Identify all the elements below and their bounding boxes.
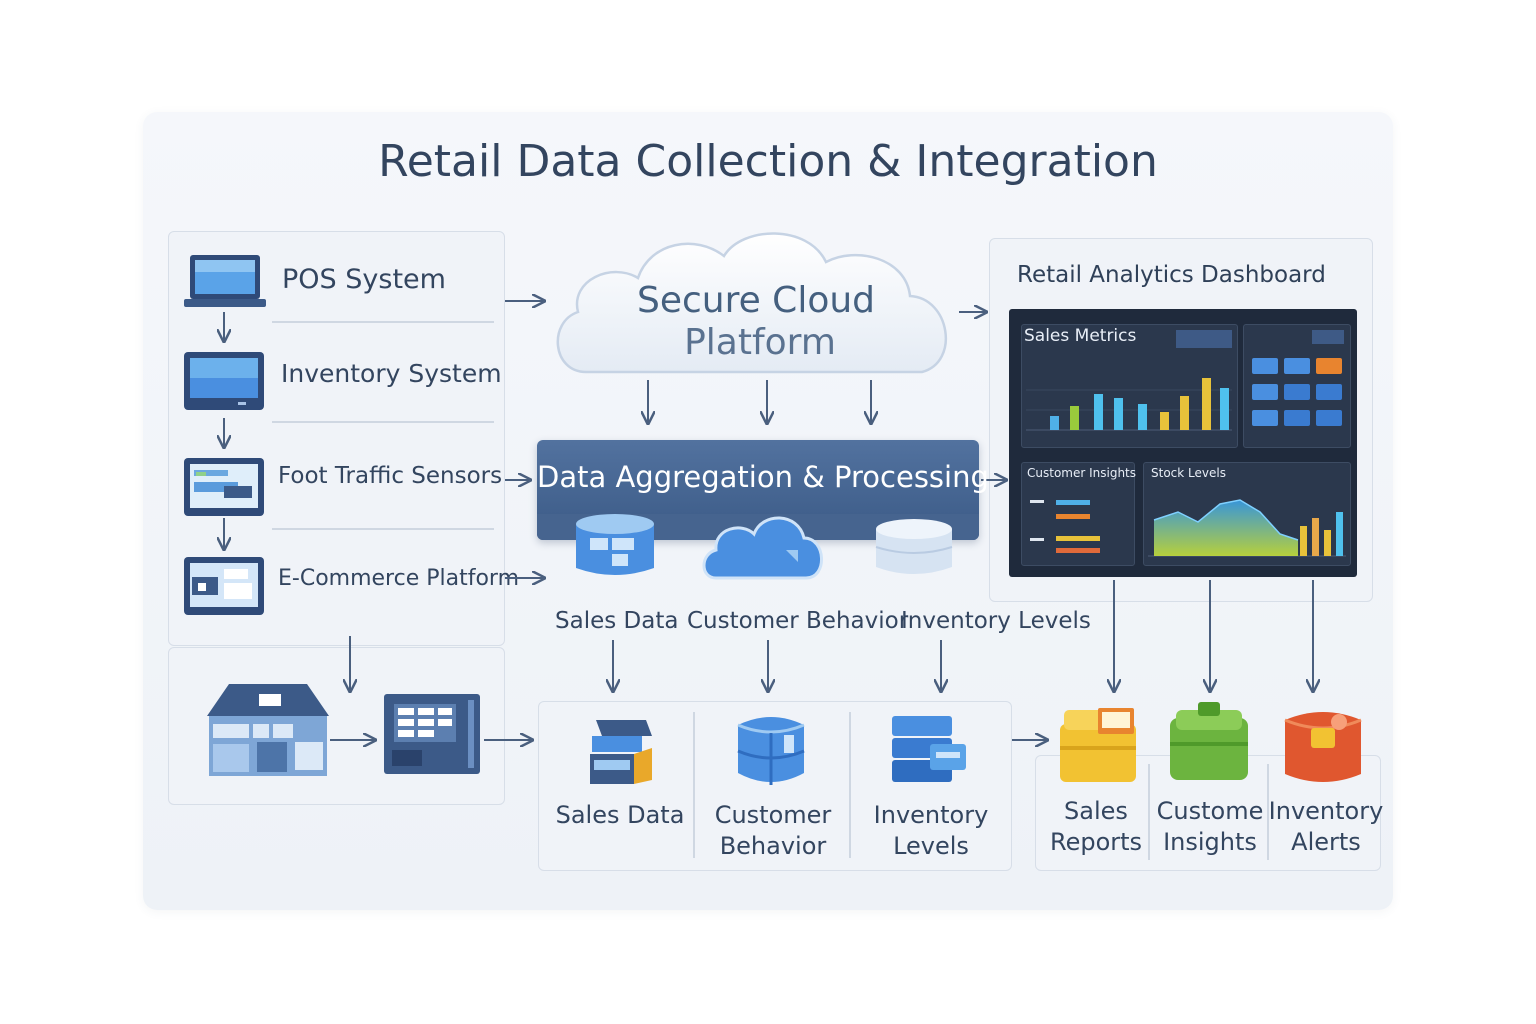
- store-building-icon: [207, 684, 329, 776]
- output-label-line: Levels: [893, 832, 969, 860]
- laptop-icon: [184, 255, 266, 307]
- monitor-icon: [184, 352, 264, 410]
- cloud-title-line2: Platform: [684, 322, 836, 363]
- output-label-line: Customer: [714, 801, 832, 829]
- output-label-sales: Sales Data: [548, 800, 692, 831]
- separator: [272, 321, 494, 323]
- database-icon: [576, 514, 654, 575]
- report-label-line: Sales: [1064, 797, 1128, 825]
- source-label-inventory: Inventory System: [281, 359, 502, 388]
- inventory-alerts-icon: [1284, 712, 1362, 782]
- output-label-inventory: Inventory Levels: [856, 800, 1006, 862]
- customer-cube-icon: [737, 717, 805, 785]
- stock-levels-title: Stock Levels: [1151, 466, 1226, 480]
- diagram-title: Retail Data Collection & Integration: [378, 136, 1158, 187]
- report-label-customer: Custome Insights: [1151, 796, 1269, 858]
- server-rack-icon: [384, 694, 480, 774]
- separator: [849, 712, 851, 858]
- secure-cloud-shape: [556, 232, 947, 374]
- cloud-icon: [702, 516, 823, 580]
- sales-reports-icon: [1060, 708, 1136, 782]
- sales-data-icon: [590, 720, 652, 784]
- separator: [693, 712, 695, 858]
- customer-insights-bars: [1030, 500, 1100, 553]
- dashboard-title: Retail Analytics Dashboard: [1017, 262, 1326, 288]
- stock-area-chart: [1148, 499, 1346, 557]
- output-label-customer: Customer Behavior: [700, 800, 846, 862]
- cloud-title-line1: Secure Cloud: [636, 280, 876, 321]
- separator: [1148, 764, 1150, 860]
- report-label-line: Insights: [1163, 828, 1257, 856]
- stream-label-sales: Sales Data: [555, 608, 679, 634]
- source-label-foot-traffic: Foot Traffic Sensors: [278, 463, 503, 489]
- sales-metrics-title: Sales Metrics: [1024, 326, 1137, 346]
- stream-label-inventory: Inventory Levels: [901, 608, 1091, 634]
- customer-insights-title: Customer Insights: [1027, 466, 1137, 480]
- aggregation-title: Data Aggregation & Processing: [537, 460, 989, 494]
- kpi-badge: [1176, 330, 1232, 348]
- separator: [272, 421, 494, 423]
- sales-bar-chart: [1026, 378, 1232, 431]
- output-label-line: Sales Data: [555, 801, 685, 829]
- separator: [272, 528, 494, 530]
- report-label-line: Reports: [1049, 828, 1143, 856]
- sensor-display-icon: [184, 458, 264, 516]
- separator: [1267, 764, 1269, 860]
- kpi-grid: [1252, 330, 1344, 426]
- output-label-line: Behavior: [719, 832, 827, 860]
- output-label-line: Inventory: [873, 801, 989, 829]
- source-label-ecommerce: E-Commerce Platform: [278, 566, 520, 591]
- report-label-line: Alerts: [1291, 828, 1361, 856]
- inventory-server-icon: [892, 716, 966, 782]
- report-label-line: Inventory: [1268, 797, 1384, 825]
- report-label-sales: Sales Reports: [1037, 796, 1155, 858]
- report-label-line: Custome: [1156, 797, 1264, 825]
- stream-label-customer: Customer Behavior: [687, 608, 909, 634]
- web-monitor-icon: [184, 557, 264, 615]
- customer-insights-icon: [1170, 702, 1248, 780]
- report-label-inventory: Inventory Alerts: [1268, 796, 1384, 858]
- source-label-pos: POS System: [282, 264, 446, 295]
- storage-cylinder-icon: [875, 519, 953, 574]
